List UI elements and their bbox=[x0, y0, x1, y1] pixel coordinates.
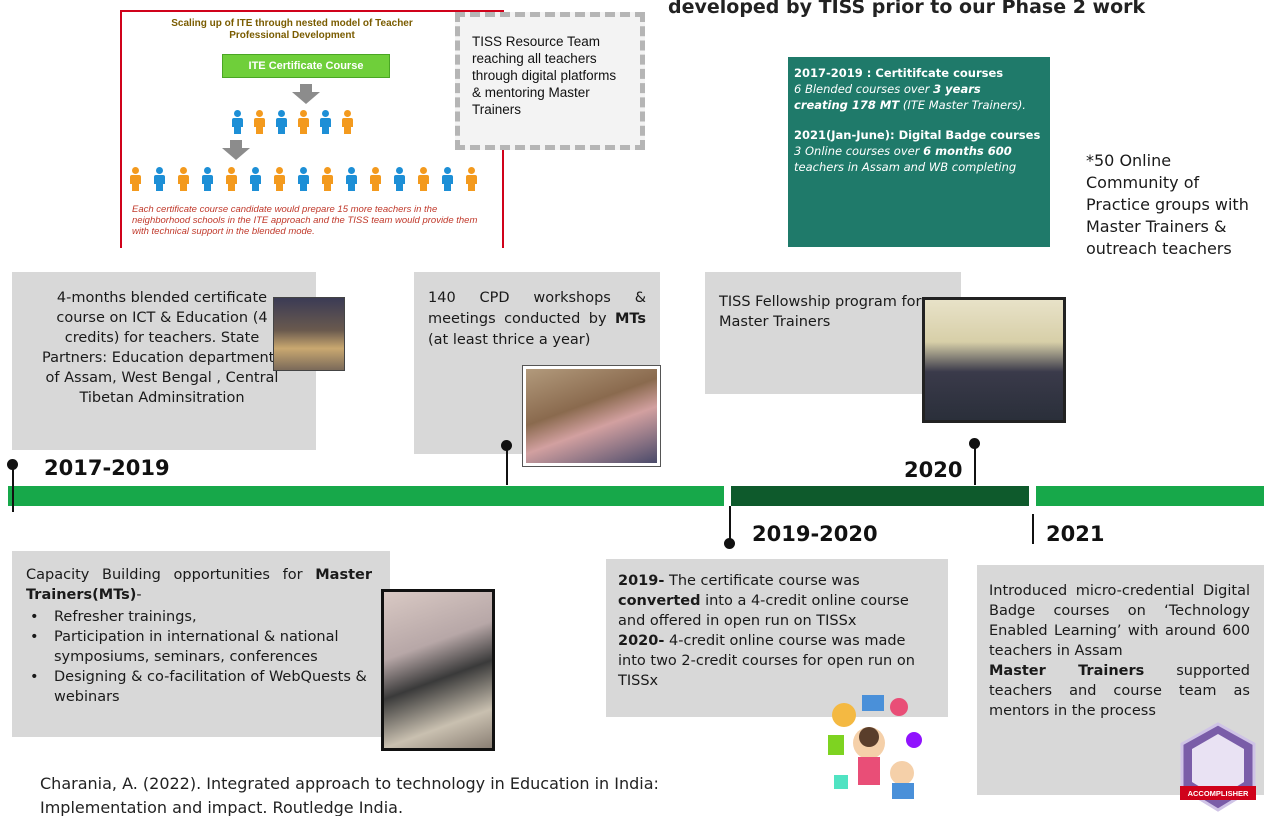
timeline-segment-2019-2020 bbox=[731, 486, 1029, 506]
timeline-tick bbox=[729, 506, 731, 542]
timeline-tick bbox=[1032, 514, 1034, 544]
person-icon bbox=[224, 167, 238, 191]
cert-2020: 2020- bbox=[618, 633, 665, 649]
person-icon bbox=[248, 167, 262, 191]
trainer-people-row bbox=[230, 110, 354, 134]
person-icon bbox=[176, 167, 190, 191]
inset-title: Scaling up of ITE through nested model o… bbox=[171, 18, 413, 41]
capacity-intro-a: Capacity Building opportunities for bbox=[26, 567, 316, 583]
year-label-2020: 2020 bbox=[904, 458, 963, 482]
citation: Charania, A. (2022). Integrated approach… bbox=[40, 774, 659, 816]
cert-2019-text2: into a 4-credit online course and offere… bbox=[618, 593, 909, 629]
capacity-item: Refresher trainings, bbox=[26, 607, 372, 627]
mentoring-photo bbox=[381, 589, 495, 751]
cert-2019-text1: The certificate course was bbox=[664, 573, 860, 589]
micro-text-master-trainers: Master Trainers bbox=[989, 663, 1145, 679]
accomplisher-badge-icon: ACCOMPLISHER bbox=[1180, 722, 1256, 812]
timeline-marker bbox=[501, 440, 512, 451]
teal-line2b: 3 years bbox=[933, 82, 981, 96]
micro-text-b: supported teachers and course team as me… bbox=[989, 663, 1251, 719]
cpd-text-a: 140 CPD workshops & meetings conducted b… bbox=[428, 290, 646, 327]
capacity-intro-b: Master Trainers(MTs) bbox=[26, 567, 372, 603]
timeline-segment-2021 bbox=[1036, 486, 1264, 506]
person-icon bbox=[128, 167, 142, 191]
arrow-down-icon bbox=[222, 140, 250, 160]
teal-line5a: 3 Online courses over bbox=[794, 144, 924, 158]
cpd-text-c: (at least thrice a year) bbox=[428, 332, 591, 348]
teal-line5b: 6 months 600 bbox=[923, 144, 1012, 158]
timeline-tick bbox=[974, 445, 976, 485]
nested-model-figure: Scaling up of ITE through nested model o… bbox=[120, 10, 504, 248]
person-icon bbox=[200, 167, 214, 191]
blended-course-text: 4-months blended certificate course on I… bbox=[42, 290, 282, 406]
cert-converted: converted bbox=[618, 593, 701, 609]
capacity-building-box: Capacity Building opportunities for Mast… bbox=[12, 551, 390, 737]
person-icon bbox=[464, 167, 478, 191]
person-icon bbox=[368, 167, 382, 191]
badge-label: ACCOMPLISHER bbox=[1188, 789, 1249, 798]
timeline-tick bbox=[12, 466, 14, 512]
teal-line1: 2017-2019 : Certitifcate courses bbox=[794, 66, 1004, 80]
cert-2019: 2019- bbox=[618, 573, 665, 589]
online-community-note: *50 Online Community of Practice groups … bbox=[1086, 151, 1249, 258]
person-icon bbox=[440, 167, 454, 191]
cpd-text-b: MTs bbox=[614, 311, 646, 327]
person-icon bbox=[272, 167, 286, 191]
learning-clipart-icon bbox=[828, 695, 922, 799]
tiss-resource-team-box: TISS Resource Team reaching all teachers… bbox=[455, 12, 645, 150]
person-icon bbox=[274, 110, 288, 134]
person-icon bbox=[296, 167, 310, 191]
person-icon bbox=[340, 110, 354, 134]
micro-text-a: Introduced micro-credential Digital Badg… bbox=[989, 583, 1250, 659]
top-heading: developed by TISS prior to our Phase 2 w… bbox=[668, 0, 1146, 18]
timeline-tick bbox=[506, 447, 508, 485]
arrow-down-icon bbox=[292, 84, 320, 104]
year-label-2019-2020: 2019-2020 bbox=[752, 522, 878, 546]
capacity-item: Designing & co-facilitation of WebQuests… bbox=[26, 667, 372, 707]
timeline-marker bbox=[7, 459, 18, 470]
capacity-item: Participation in international & nationa… bbox=[26, 627, 372, 667]
capacity-intro-c: - bbox=[136, 587, 142, 603]
inset-caption: Each certificate course candidate would … bbox=[132, 204, 478, 237]
person-icon bbox=[318, 110, 332, 134]
teal-line3a: (ITE Master Trainers). bbox=[899, 98, 1026, 112]
fellowship-box: TISS Fellowship program for Master Train… bbox=[705, 272, 961, 394]
year-label-2017-2019: 2017-2019 bbox=[44, 456, 170, 480]
teal-line2a: 6 Blended courses over bbox=[794, 82, 934, 96]
workshop-photo bbox=[522, 365, 661, 467]
timeline-segment-2017-2019 bbox=[8, 486, 724, 506]
year-label-2021: 2021 bbox=[1046, 522, 1105, 546]
person-icon bbox=[252, 110, 266, 134]
teacher-people-row bbox=[128, 167, 478, 191]
timeline-marker bbox=[724, 538, 735, 549]
courses-summary-box: 2017-2019 : Certitifcate courses 6 Blend… bbox=[788, 57, 1050, 247]
person-icon bbox=[152, 167, 166, 191]
event-photo bbox=[273, 297, 345, 371]
blended-course-box: 4-months blended certificate course on I… bbox=[12, 272, 316, 450]
person-icon bbox=[230, 110, 244, 134]
person-icon bbox=[296, 110, 310, 134]
person-icon bbox=[392, 167, 406, 191]
fellowship-text: TISS Fellowship program for Master Train… bbox=[719, 294, 922, 330]
person-icon bbox=[416, 167, 430, 191]
certificate-conversion-box: 2019- The certificate course was convert… bbox=[606, 559, 948, 717]
teal-line6: teachers in Assam and WB completing bbox=[794, 160, 1017, 174]
teal-line3b: creating 178 MT bbox=[794, 98, 900, 112]
person-icon bbox=[320, 167, 334, 191]
cert-2020-text: 4-credit online course was made into two… bbox=[618, 633, 915, 689]
teal-line4: 2021(Jan-June): Digital Badge courses bbox=[794, 128, 1041, 142]
timeline-marker bbox=[969, 438, 980, 449]
group-photo bbox=[922, 297, 1066, 423]
person-icon bbox=[344, 167, 358, 191]
ite-certificate-course-label: ITE Certificate Course bbox=[222, 54, 390, 78]
